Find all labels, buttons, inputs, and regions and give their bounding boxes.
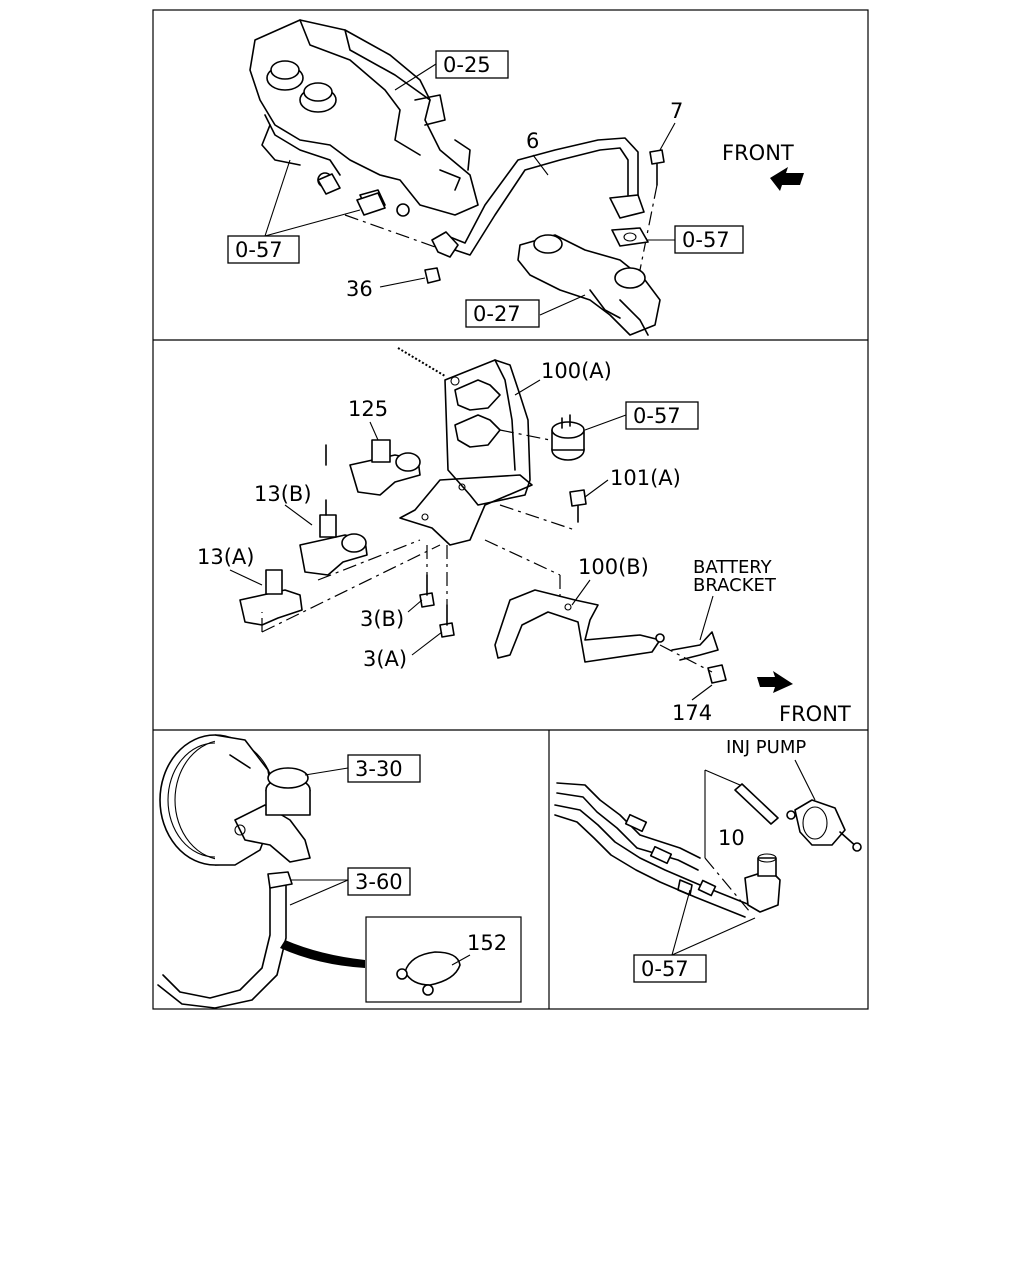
intake-manifold-illustration	[249, 19, 479, 217]
front-arrow-icon	[757, 671, 793, 693]
front-arrow-icon	[770, 167, 804, 191]
callout-arrow	[280, 940, 365, 968]
panel-top-egr-pipe: 0-25 6 7 FRONT	[227, 19, 804, 336]
battery-bracket-illustration	[655, 631, 719, 661]
ref-label: 0-25	[443, 53, 491, 77]
ref-label: 101(A)	[610, 466, 681, 490]
ref-label: 100(A)	[541, 359, 612, 383]
vacuum-pump-illustration	[159, 734, 311, 866]
vacuum-pipes-illustration	[554, 782, 751, 918]
bolt-illustration	[649, 149, 665, 186]
vsv-valve-illustration	[299, 499, 368, 576]
vsv-valve-illustration	[744, 853, 781, 913]
diagram-frames	[152, 9, 869, 1010]
vacuum-hose-illustration	[157, 871, 293, 1009]
nut-illustration	[707, 664, 727, 684]
ref-label: 7	[670, 99, 683, 123]
ref-label: 36	[346, 277, 373, 301]
ref-label: 3(B)	[360, 607, 404, 631]
ref-label: 0-57	[633, 404, 681, 428]
egr-pipe-illustration	[431, 137, 645, 258]
ref-label: 152	[467, 931, 507, 955]
bracket-illustration	[399, 359, 533, 546]
front-label: FRONT	[779, 702, 851, 726]
injection-pump-actuator-illustration	[786, 799, 862, 852]
ref-label: 174	[672, 701, 712, 725]
battery-bracket-label: BATTERY	[693, 557, 773, 578]
ref-label: 3(A)	[363, 647, 407, 671]
ref-label: 0-57	[235, 238, 283, 262]
battery-bracket-label: BRACKET	[693, 575, 777, 596]
gasket-illustration	[611, 227, 649, 247]
ref-label: 125	[348, 397, 388, 421]
ref-label: 0-57	[682, 228, 730, 252]
nut-illustration	[424, 267, 441, 284]
ref-label: 100(B)	[578, 555, 649, 579]
vsv-valve-illustration	[325, 439, 421, 496]
ref-label: 0-27	[473, 302, 521, 326]
bracket-illustration	[494, 589, 661, 663]
ref-label: 0-57	[641, 957, 689, 981]
vsv-valve-illustration	[239, 569, 303, 626]
ref-label: 13(A)	[197, 545, 254, 569]
inj-pump-label: INJ PUMP	[726, 737, 806, 758]
pressure-sensor-illustration	[551, 414, 585, 461]
hose-illustration	[734, 783, 779, 825]
ref-label: 3-60	[355, 870, 403, 894]
ref-label: 13(B)	[254, 482, 312, 506]
ref-label: 10	[718, 826, 745, 850]
panel-bottom-right-inj-pump-hoses: INJ PUMP 10	[554, 737, 862, 983]
bolt-illustration	[419, 574, 455, 638]
panel-bottom-left-vacuum-pump: 3-30 3-60 152	[157, 734, 522, 1009]
hose-clip-illustration	[396, 951, 461, 996]
exhaust-manifold-illustration	[517, 234, 661, 336]
gasket-illustration	[317, 173, 386, 216]
panel-middle-vsv-brackets: 100(A) 0-57 101(A) 125	[197, 347, 851, 726]
front-label: FRONT	[722, 141, 794, 165]
ref-label: 3-30	[355, 757, 403, 781]
bolt-illustration	[569, 489, 587, 523]
ref-label: 6	[526, 129, 539, 153]
